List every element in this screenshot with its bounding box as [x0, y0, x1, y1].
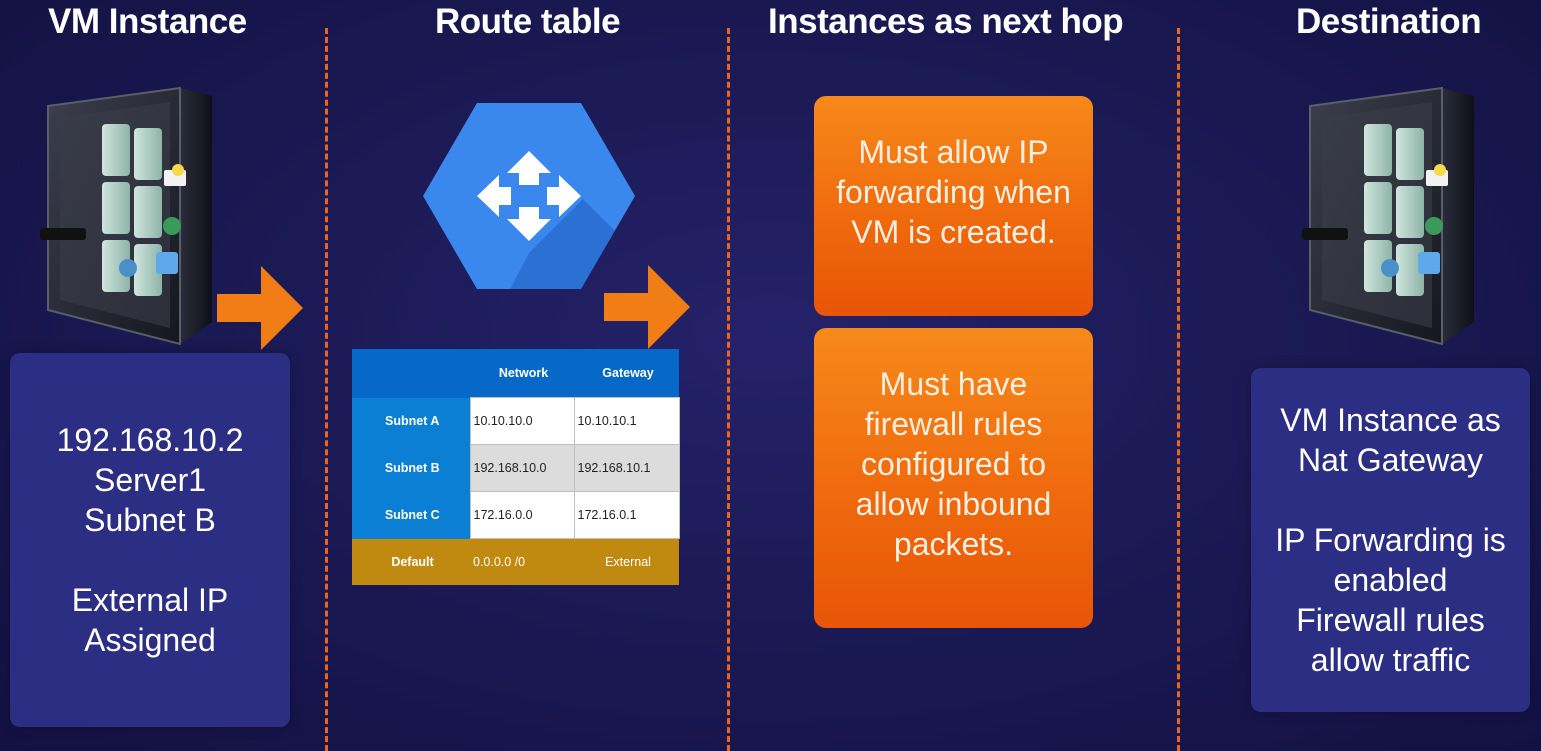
- route-gateway: External: [574, 538, 679, 585]
- route-gateway: 172.16.0.1: [573, 491, 680, 539]
- route-gateway: 10.10.10.1: [573, 397, 680, 445]
- route-table-header-network: Network: [470, 349, 574, 398]
- source-name: Server1: [93, 462, 207, 498]
- source-vm-info-box: 192.168.10.2 Server1 Subnet B External I…: [10, 353, 290, 727]
- route-name: Subnet C: [352, 491, 470, 539]
- route-table-header-gateway: Gateway: [574, 349, 679, 398]
- source-subnet: Subnet B: [84, 502, 216, 538]
- requirement-line: VM is created.: [851, 214, 1056, 250]
- requirement-line: firewall rules: [864, 406, 1043, 442]
- destination-info-box: VM Instance as Nat Gateway IP Forwarding…: [1251, 368, 1530, 712]
- requirement-line: forwarding when: [836, 174, 1071, 210]
- column-divider: [727, 28, 730, 751]
- destination-line: Firewall rules: [1296, 602, 1485, 638]
- requirement-line: Must have: [879, 366, 1028, 402]
- route-table: Network Gateway Subnet A 10.10.10.0 10.1…: [352, 349, 680, 585]
- heading-route-table: Route table: [435, 2, 621, 41]
- destination-line: VM Instance as: [1280, 402, 1501, 438]
- column-divider: [325, 28, 328, 751]
- firewall-requirement-box: Must have firewall rules configured to a…: [814, 328, 1093, 628]
- route-table-header-blank: [352, 349, 470, 398]
- requirement-line: allow inbound: [855, 486, 1052, 522]
- destination-line: Nat Gateway: [1298, 442, 1483, 478]
- ip-forwarding-requirement-box: Must allow IP forwarding when VM is crea…: [814, 96, 1093, 316]
- column-divider: [1177, 28, 1180, 751]
- source-external-line2: Assigned: [84, 622, 216, 658]
- source-external-line1: External IP: [71, 582, 229, 618]
- requirement-line: configured to: [860, 446, 1046, 482]
- server-tower-icon: [1302, 86, 1474, 346]
- destination-line: allow traffic: [1310, 642, 1471, 678]
- table-row: Default 0.0.0.0 /0 External: [352, 538, 679, 585]
- route-name: Default: [352, 538, 470, 585]
- table-row: Subnet B 192.168.10.0 192.168.10.1: [352, 444, 680, 492]
- router-hexagon-icon: [423, 103, 635, 289]
- route-network: 0.0.0.0 /0: [470, 538, 574, 585]
- table-row: Subnet A 10.10.10.0 10.10.10.1: [352, 397, 680, 445]
- right-arrow-icon: [604, 265, 690, 349]
- server-tower-icon: [40, 86, 212, 346]
- source-ip: 192.168.10.2: [56, 422, 244, 458]
- destination-line: enabled: [1333, 562, 1448, 598]
- route-gateway: 192.168.10.1: [573, 444, 680, 492]
- route-network: 192.168.10.0: [469, 444, 575, 492]
- destination-line: IP Forwarding is: [1275, 522, 1506, 558]
- requirement-line: packets.: [893, 526, 1014, 562]
- heading-next-hop: Instances as next hop: [768, 2, 1124, 41]
- table-row: Subnet C 172.16.0.0 172.16.0.1: [352, 491, 680, 539]
- heading-destination: Destination: [1296, 2, 1482, 41]
- right-arrow-icon: [217, 266, 303, 350]
- heading-vm-instance: VM Instance: [48, 2, 247, 41]
- route-name: Subnet B: [352, 444, 470, 492]
- requirement-line: Must allow IP: [858, 134, 1049, 170]
- route-network: 10.10.10.0: [469, 397, 575, 445]
- route-network: 172.16.0.0: [469, 491, 575, 539]
- route-name: Subnet A: [352, 397, 470, 445]
